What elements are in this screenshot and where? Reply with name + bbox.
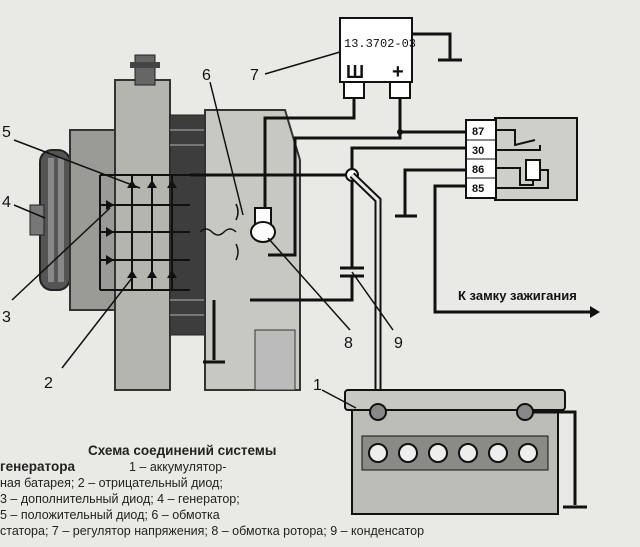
voltage-regulator: 13.3702-03 Ш + <box>339 17 416 99</box>
additional-diodes <box>106 200 114 265</box>
battery-cable <box>350 173 380 408</box>
callout-7: 7 <box>250 67 259 84</box>
diode-additional <box>106 255 114 265</box>
terminal-sh: Ш <box>346 62 364 82</box>
rectifier-bridge <box>99 174 190 291</box>
callout-8: 8 <box>344 335 353 352</box>
diode-additional <box>106 227 114 237</box>
relay-pin-86: 86 <box>472 164 484 176</box>
relay-pin-85: 85 <box>472 183 484 195</box>
callout-6: 6 <box>202 67 211 84</box>
callout-9: 9 <box>394 335 403 352</box>
housing-flange <box>114 79 171 391</box>
caption-bold: генератора <box>0 459 75 474</box>
relay-pin-87: 87 <box>472 126 484 138</box>
caption-line4: 5 – положительный диод; 6 – обмотка <box>0 508 220 522</box>
regulator-code: 13.3702-03 <box>344 37 416 51</box>
front-housing <box>69 129 116 311</box>
callout-3: 3 <box>2 309 11 326</box>
relay-pin-30: 30 <box>472 145 484 157</box>
caption-line2: ная батарея; 2 – отрицательный диод; <box>0 476 223 490</box>
terminal-plus: + <box>392 61 404 83</box>
caption-line5: статора; 7 – регулятор напряжения; 8 – о… <box>0 524 425 538</box>
diode-additional <box>106 200 114 210</box>
stator-stack <box>169 114 206 336</box>
callout-2: 2 <box>44 375 53 392</box>
leader-lines <box>11 51 394 409</box>
caption-line3: 3 – дополнительный диод; 4 – генератор; <box>0 492 240 506</box>
ignition-label: К замку зажигания <box>458 288 577 303</box>
battery <box>344 389 587 515</box>
callout-5: 5 <box>2 124 11 141</box>
battery-negative-terminal <box>516 403 534 421</box>
caption-title: Схема соединений системы <box>88 443 277 458</box>
callout-4: 4 <box>2 194 11 211</box>
relay: 87 30 86 85 <box>465 117 578 201</box>
stator-winding <box>199 203 239 261</box>
caption-line1: 1 – аккумулятор- <box>128 460 227 474</box>
battery-positive-terminal <box>369 403 387 421</box>
rotor-winding <box>250 207 276 243</box>
callout-1: 1 <box>313 377 322 394</box>
mount-bolt <box>134 54 156 86</box>
generator <box>29 54 301 391</box>
figure-caption: Схема соединений системы генератора 1 – а… <box>0 443 425 539</box>
